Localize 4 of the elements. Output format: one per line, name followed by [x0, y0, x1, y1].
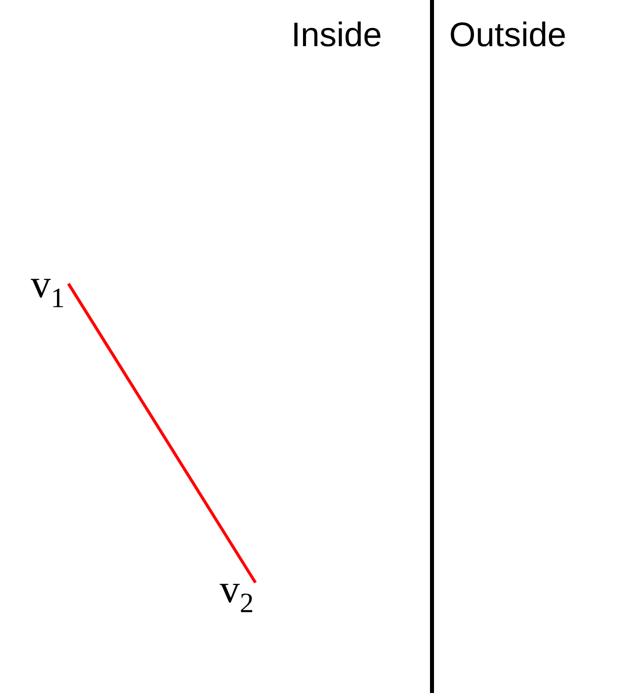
vertex-label: v$_{1}$ [30, 278, 64, 308]
vertex-label: v$_{2}$ [220, 584, 252, 612]
region-label: Outside [450, 22, 565, 46]
region-label: Inside [294, 22, 380, 46]
